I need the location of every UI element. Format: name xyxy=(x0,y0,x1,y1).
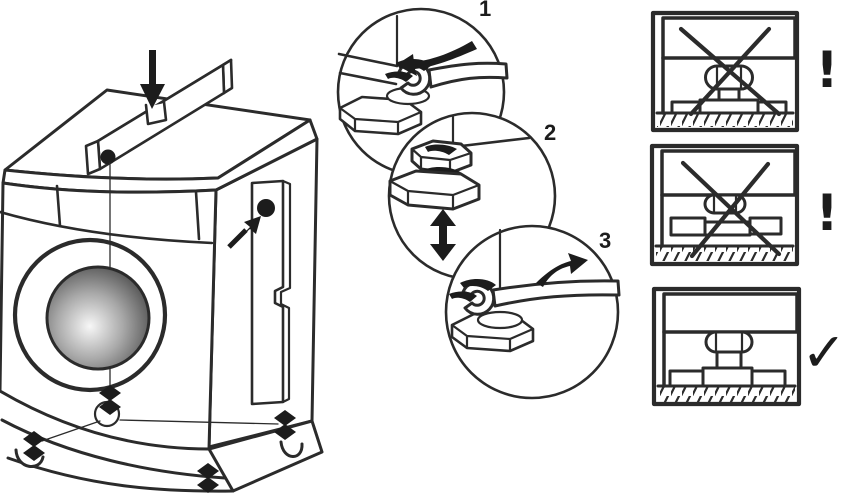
step-2-label: 2 xyxy=(544,120,556,145)
step-2-context-line xyxy=(451,136,531,149)
step-1-context-lines xyxy=(337,52,399,86)
step-3-rotate-arrow-icon xyxy=(536,253,588,287)
side-level-bubble-dot xyxy=(257,199,275,217)
box-1-center-block xyxy=(698,98,760,115)
step-3-label: 3 xyxy=(599,228,611,253)
box-1-machine-body xyxy=(661,16,797,60)
verdict-boxes: ! ! ✓ xyxy=(649,10,846,407)
side-level-edge xyxy=(279,179,292,404)
verdict-box-wrong-blocks xyxy=(650,10,800,133)
step-3-wrench-handle xyxy=(491,279,621,308)
foot-marker-bottom xyxy=(197,463,219,493)
foot-marker-center xyxy=(99,385,121,415)
box-3-center-block xyxy=(701,366,754,388)
kick-plate-line xyxy=(0,418,227,480)
box-3-machine-body xyxy=(662,292,799,334)
step-1-rotate-arrow-icon xyxy=(396,41,477,76)
right-foot xyxy=(279,440,304,458)
foot-guide-line-right xyxy=(119,419,279,425)
step-circle-1 xyxy=(336,7,509,177)
step-2-foot-hex-edges xyxy=(388,179,481,211)
box-3-right-block xyxy=(750,369,787,388)
foot-position-markers xyxy=(23,385,296,493)
pointer-arrow-shaft xyxy=(227,228,248,249)
box-2-floor-hatch xyxy=(656,246,793,261)
left-foot xyxy=(14,448,45,468)
step-1-wrench-handle xyxy=(427,61,509,89)
box-2-machine-body xyxy=(660,149,797,197)
box-3-foot-pill-lines xyxy=(714,330,744,354)
press-down-arrow-shaft xyxy=(149,50,156,86)
step-1-jaw-shading-bottom xyxy=(385,71,413,82)
step-circles: 1 2 3 xyxy=(336,0,621,400)
level-notch xyxy=(144,100,168,126)
step-1-foot-hex xyxy=(338,95,423,136)
foot-marker-right xyxy=(274,410,296,440)
side-level-face xyxy=(250,179,285,406)
box-3-floor-hatch xyxy=(658,386,795,402)
spirit-level-on-top xyxy=(84,50,234,176)
step-3-foot-hex-edges xyxy=(450,323,535,353)
box-3-left-block xyxy=(668,369,705,388)
level-notch-fill xyxy=(145,103,167,125)
side-level-strip xyxy=(227,179,292,406)
control-panel-bottom-line xyxy=(0,210,214,245)
box-2-left-block xyxy=(669,216,707,237)
box-3-foot-pill xyxy=(704,330,754,354)
step-1-foot-hex-edges xyxy=(338,106,423,136)
step-3-jaw-shading-bottom xyxy=(449,291,477,302)
pointer-arrow-icon xyxy=(230,216,261,246)
box-1-foot-stem xyxy=(717,87,741,102)
step-3-jaw-shading-top xyxy=(460,279,496,291)
door-glass xyxy=(45,265,151,371)
box-2-cross-icon xyxy=(680,160,782,259)
step-3-foot-collar xyxy=(476,310,524,330)
step-circle-3 xyxy=(444,224,621,400)
press-down-arrow-head xyxy=(140,84,165,109)
washing-machine-illustration xyxy=(0,50,324,493)
step-2-foot-hex xyxy=(388,169,481,211)
level-left-cap xyxy=(84,139,102,176)
up-down-arrow-icon xyxy=(430,209,456,261)
warning-mark-2: ! xyxy=(816,184,839,242)
check-mark: ✓ xyxy=(801,321,846,384)
foot-guide-line-left xyxy=(41,420,101,442)
foot-marker-left xyxy=(23,431,45,461)
step-1-label: 1 xyxy=(479,0,491,21)
verdict-box-wrong-gap xyxy=(649,143,800,267)
control-panel-divider-1 xyxy=(55,184,62,228)
box-1-cross-icon xyxy=(678,26,782,117)
box-1-floor-hatch xyxy=(657,113,793,127)
level-bubble-dot xyxy=(100,149,116,165)
warning-mark-1: ! xyxy=(816,41,839,99)
verdict-box-correct xyxy=(651,286,802,407)
control-panel-divider-2 xyxy=(194,190,201,241)
step-2-locknut-shading xyxy=(425,144,457,155)
